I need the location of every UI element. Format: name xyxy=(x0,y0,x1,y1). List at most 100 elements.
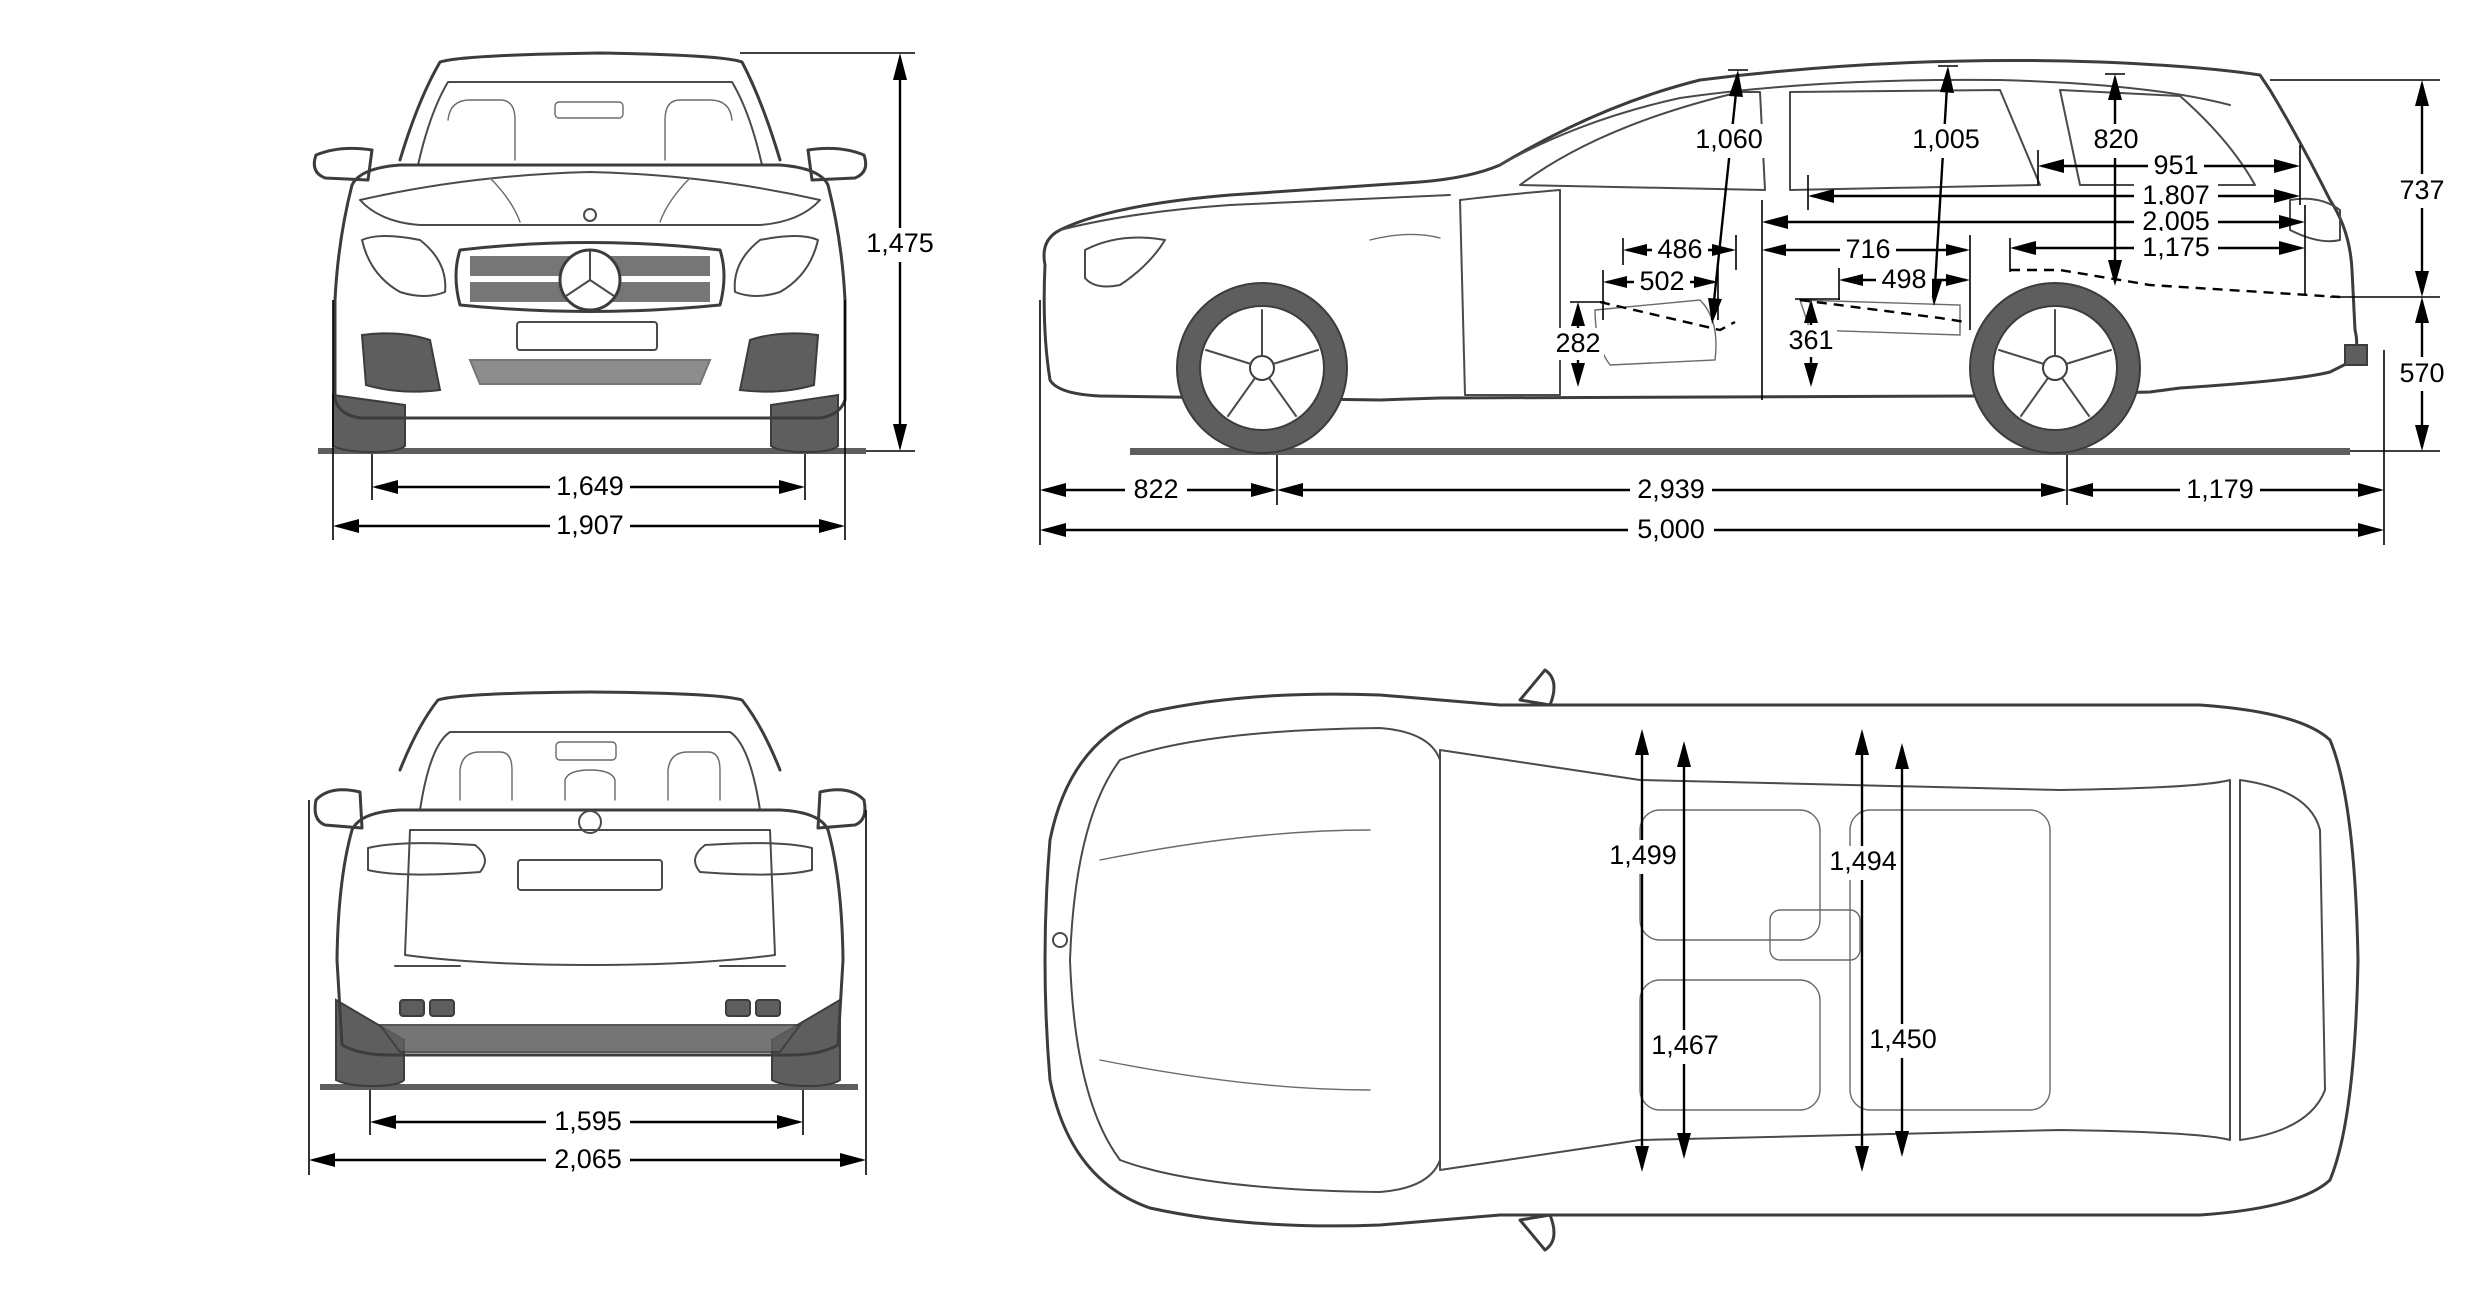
ground-line xyxy=(320,1084,858,1090)
dim-label: 1,494 xyxy=(1829,846,1897,876)
dim-label: 737 xyxy=(2399,175,2444,205)
dim-track-1649: 1,649 xyxy=(371,454,806,504)
dim-rear-cushion-498: 498 xyxy=(1838,264,1970,300)
dim-load-1807: 1,807 xyxy=(1807,175,2300,213)
ground-line xyxy=(318,448,866,454)
dim-label: 2,939 xyxy=(1637,474,1705,504)
dim-label: 282 xyxy=(1555,328,1600,358)
dim-label: 1,467 xyxy=(1651,1030,1719,1060)
seat-headrest-left xyxy=(459,751,513,801)
headlight-right xyxy=(733,235,819,297)
dim-front-cushion-502: 502 xyxy=(1602,266,1719,320)
front-seat-line xyxy=(1599,300,1736,332)
grille xyxy=(454,241,726,313)
glass-roof xyxy=(1439,749,2231,1171)
tailgate-glass xyxy=(2239,779,2326,1141)
dim-rear-shoulder-1494: 1,494 xyxy=(1829,729,1897,1172)
quarter-window xyxy=(2059,89,2256,186)
dim-lower-570: 570 xyxy=(2396,297,2450,451)
dim-wheelbase-2939: 2,939 xyxy=(1277,455,2068,507)
roof-outline xyxy=(398,51,782,162)
bonnet-line xyxy=(1059,194,1451,231)
rear-view-mirror xyxy=(555,741,617,761)
body-outline xyxy=(335,808,845,1057)
seat-headrest-right xyxy=(664,99,733,161)
front-wheel xyxy=(1176,282,1348,454)
dim-rear-seat-height-361: 361 xyxy=(1785,298,1840,387)
seat-headrest-centre xyxy=(564,769,616,801)
exhaust-tips xyxy=(399,999,781,1017)
dim-rear-overhang-1179: 1,179 xyxy=(2067,350,2385,545)
bonnet xyxy=(359,171,821,226)
headlight xyxy=(1084,236,1166,288)
dim-front-shoulder-1499: 1,499 xyxy=(1609,729,1677,1172)
side-view: 822 2,939 1,179 5,000 xyxy=(1039,58,2450,547)
mirror-right xyxy=(1518,1213,1556,1252)
dim-load-1175: 1,175 xyxy=(2009,231,2305,272)
dim-label: 486 xyxy=(1657,234,1702,264)
front-seat-cushion xyxy=(1594,299,1717,366)
rear-window xyxy=(1789,89,2041,191)
dim-front-overhang-822: 822 xyxy=(1039,300,1278,545)
dim-load-height-820: 820 xyxy=(2088,73,2144,286)
dim-label: 570 xyxy=(2399,358,2444,388)
rear-seat-line xyxy=(1799,298,1966,324)
tailgate xyxy=(404,829,776,966)
headlight-left xyxy=(361,235,447,297)
dim-front-headroom-1060: 1,060 xyxy=(1690,69,1768,324)
seat-headrest-right xyxy=(667,751,721,801)
dim-label: 1,005 xyxy=(1912,124,1980,154)
dim-label: 1,475 xyxy=(866,228,934,258)
bonnet-crease-left xyxy=(489,177,521,223)
dim-front-seat-height-282: 282 xyxy=(1552,301,1605,387)
rear-window xyxy=(419,731,761,811)
dim-rear-legroom-716: 716 xyxy=(1762,234,1971,330)
wheel-hub-icon xyxy=(1249,355,1275,381)
ground-line xyxy=(1130,448,2350,455)
dim-length-5000: 5,000 xyxy=(1040,513,2384,547)
air-intake-left xyxy=(360,332,442,393)
dim-label: 1,175 xyxy=(2142,232,2210,262)
centre-console xyxy=(1769,909,1861,961)
dim-label: 716 xyxy=(1845,234,1890,264)
dim-front-seat-486: 486 xyxy=(1622,234,1737,270)
dim-label: 1,907 xyxy=(556,510,624,540)
tail-light-right xyxy=(694,842,813,876)
mirror-right xyxy=(806,146,868,182)
air-intake-right xyxy=(738,332,820,393)
dim-label: 5,000 xyxy=(1637,514,1705,544)
tyre-left xyxy=(335,998,405,1088)
diffuser xyxy=(378,1024,802,1053)
roof-rail xyxy=(1499,78,2231,166)
tail-light-left xyxy=(367,842,486,876)
windscreen xyxy=(417,81,763,166)
dim-rear-headroom-1005: 1,005 xyxy=(1906,65,1986,306)
tyre-left xyxy=(332,393,406,454)
number-plate xyxy=(516,321,658,351)
dim-label: 1,179 xyxy=(2186,474,2254,504)
bonnet-crease-right xyxy=(659,177,691,223)
top-view: 1,499 1,467 1,494 1,450 xyxy=(1043,668,2360,1252)
lower-intake xyxy=(468,359,712,385)
dim-rear-elbow-1450: 1,450 xyxy=(1869,743,1937,1157)
roof-outline xyxy=(398,690,782,772)
dim-width-mirrors-2065: 2,065 xyxy=(308,800,867,1177)
rear-wheel xyxy=(1969,282,2141,454)
rear-view-mirror xyxy=(554,101,624,119)
front-door-open xyxy=(1459,189,1561,396)
dim-label: 1,649 xyxy=(556,471,624,501)
dim-label: 1,499 xyxy=(1609,840,1677,870)
dim-label: 1,060 xyxy=(1695,124,1763,154)
dim-label: 2,065 xyxy=(554,1144,622,1174)
load-floor-line xyxy=(2010,268,2341,299)
star-emblem-icon xyxy=(1052,932,1068,948)
dim-front-elbow-1467: 1,467 xyxy=(1651,741,1719,1159)
mirror-right xyxy=(816,788,867,830)
star-emblem-icon xyxy=(578,810,602,834)
number-plate xyxy=(517,859,663,891)
dim-label: 1,595 xyxy=(554,1106,622,1136)
dim-label: 822 xyxy=(1133,474,1178,504)
dim-label: 951 xyxy=(2153,150,2198,180)
dim-label: 361 xyxy=(1788,325,1833,355)
